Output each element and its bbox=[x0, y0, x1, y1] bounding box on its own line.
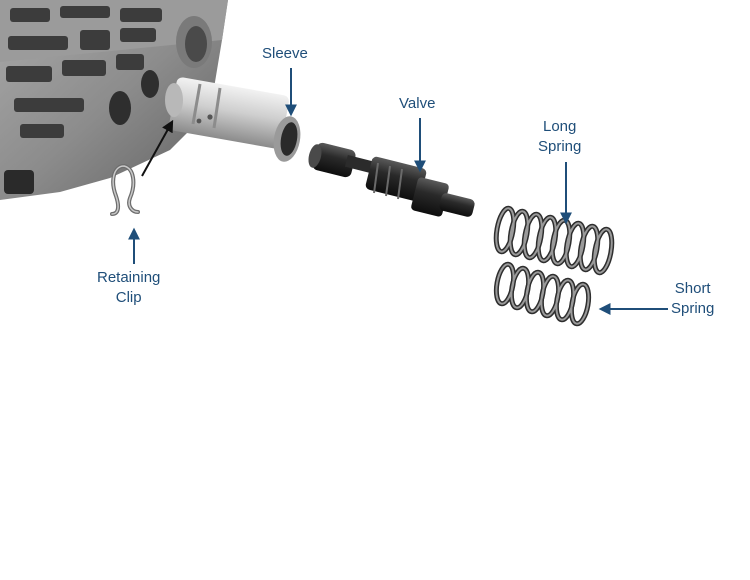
long-spring-label-line2: Spring bbox=[538, 138, 582, 155]
sleeve-label-text: Sleeve bbox=[262, 45, 308, 62]
retaining-clip-label-line2: Clip bbox=[115, 289, 142, 306]
short-spring-label: Short Spring bbox=[671, 279, 714, 319]
valve-part bbox=[308, 142, 475, 217]
long-spring-label-line1: Long bbox=[542, 118, 577, 135]
sleeve-label: Sleeve bbox=[262, 44, 308, 64]
short-spring-label-line2: Spring bbox=[671, 300, 715, 317]
valve-label: Valve bbox=[399, 94, 435, 114]
retaining-clip-part bbox=[110, 164, 140, 216]
short-spring-label-line1: Short bbox=[674, 280, 711, 297]
valve-body-casting bbox=[0, 0, 228, 200]
retaining-clip-label: Retaining Clip bbox=[97, 268, 160, 308]
valve-label-text: Valve bbox=[399, 95, 436, 112]
retaining-clip-label-line1: Retaining bbox=[97, 269, 161, 286]
long-spring-label: Long Spring bbox=[538, 117, 581, 157]
sleeve-part bbox=[165, 77, 301, 162]
short-spring-part bbox=[493, 261, 592, 327]
clip-to-sleeve-arrow bbox=[141, 119, 174, 177]
